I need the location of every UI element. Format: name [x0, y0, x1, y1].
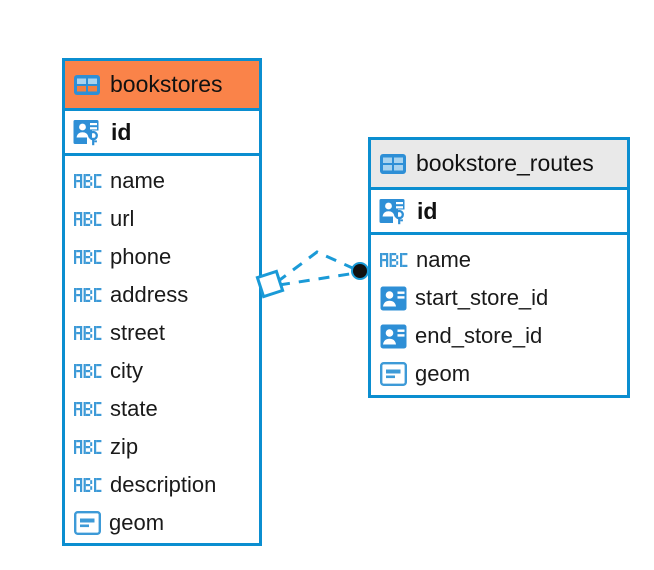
field-row[interactable]: url [65, 200, 259, 238]
entity-title: bookstores [110, 71, 223, 97]
primary-key-icon [379, 196, 409, 226]
field-row[interactable]: phone [65, 238, 259, 276]
primary-key-label: id [111, 118, 132, 145]
field-list: name start_store_id [371, 235, 627, 397]
field-row[interactable]: start_store_id [371, 279, 627, 317]
abc-icon [74, 172, 102, 190]
geometry-icon [380, 362, 407, 386]
field-row[interactable]: description [65, 466, 259, 504]
abc-icon [74, 476, 102, 494]
entity-header-bookstores[interactable]: bookstores [65, 61, 259, 108]
abc-icon [74, 248, 102, 266]
field-row[interactable]: name [65, 162, 259, 200]
field-row[interactable]: street [65, 314, 259, 352]
entity-bookstore-routes[interactable]: bookstore_routes id [368, 137, 630, 398]
abc-icon [74, 286, 102, 304]
field-row[interactable]: city [65, 352, 259, 390]
abc-icon [74, 324, 102, 342]
primary-key-icon [73, 117, 103, 147]
field-label: geom [109, 510, 165, 535]
field-label: address [110, 282, 189, 307]
field-row[interactable]: geom [65, 504, 259, 542]
entity-title: bookstore_routes [416, 150, 594, 176]
field-label: zip [110, 434, 139, 459]
abc-icon [380, 251, 408, 269]
abc-icon [74, 438, 102, 456]
field-label: state [110, 396, 158, 421]
field-label: name [416, 247, 472, 272]
field-row[interactable]: geom [371, 355, 627, 393]
foreign-key-icon [380, 323, 407, 350]
relationship-line-upper [276, 250, 358, 284]
relationship-line-lower [278, 271, 357, 287]
abc-icon [74, 210, 102, 228]
field-row[interactable]: end_store_id [371, 317, 627, 355]
primary-key-row[interactable]: id [371, 187, 627, 235]
field-label: start_store_id [415, 285, 549, 310]
entity-header-bookstore-routes[interactable]: bookstore_routes [371, 140, 627, 187]
field-label: description [110, 472, 217, 497]
abc-icon [74, 362, 102, 380]
field-label: city [110, 358, 143, 383]
relationship-connector [255, 250, 369, 299]
geometry-icon [74, 511, 101, 535]
field-row[interactable]: name [371, 241, 627, 279]
table-icon [379, 150, 407, 178]
table-icon [73, 71, 101, 99]
field-label: street [110, 320, 166, 345]
field-row[interactable]: state [65, 390, 259, 428]
foreign-key-icon [380, 285, 407, 312]
primary-key-label: id [417, 197, 438, 224]
field-label: geom [415, 361, 471, 386]
field-list: name u [65, 156, 259, 546]
primary-key-row[interactable]: id [65, 108, 259, 156]
relationship-circle-marker [351, 262, 369, 280]
field-label: name [110, 168, 166, 193]
field-row[interactable]: address [65, 276, 259, 314]
field-label: url [110, 206, 135, 231]
abc-icon [74, 400, 102, 418]
field-label: phone [110, 244, 172, 269]
field-row[interactable]: zip [65, 428, 259, 466]
field-label: end_store_id [415, 323, 543, 348]
entity-bookstores[interactable]: bookstores id [62, 58, 262, 546]
